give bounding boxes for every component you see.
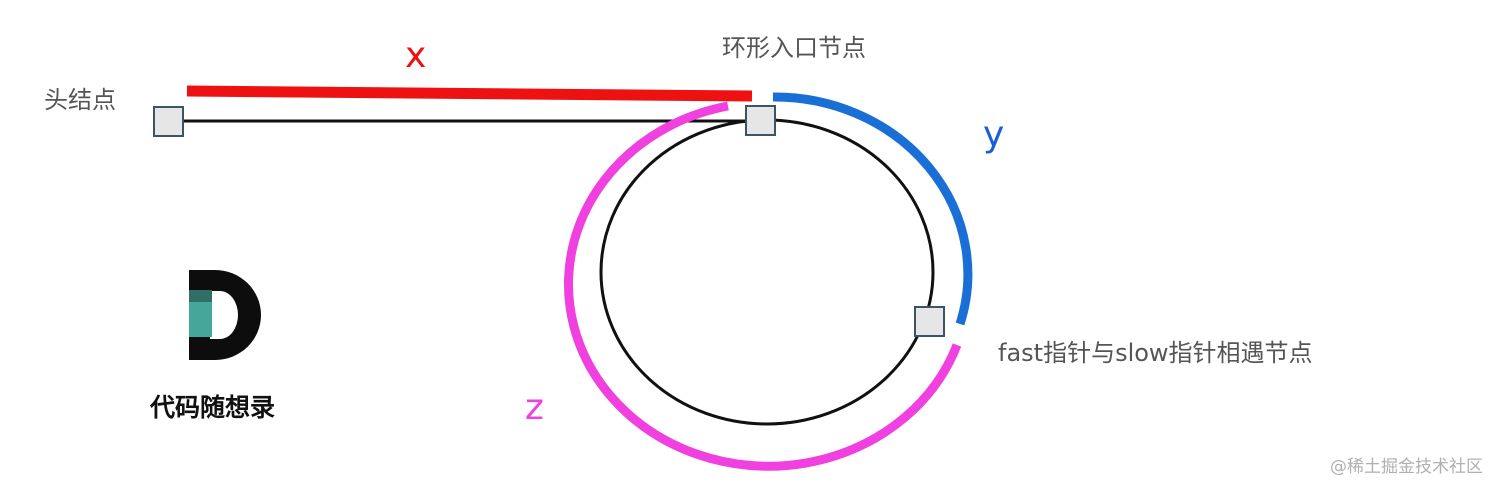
segment-z-label: z xyxy=(525,387,544,428)
cycle-ring xyxy=(599,118,935,426)
segment-z-path xyxy=(564,101,962,471)
brand-name: 代码随想录 xyxy=(150,393,276,422)
entry-node xyxy=(745,105,776,136)
head-node xyxy=(153,106,184,137)
head-node-label: 头结点 xyxy=(44,86,116,114)
meet-node xyxy=(914,306,945,337)
meet-node-label: fast指针与slow指针相遇节点 xyxy=(998,339,1313,367)
entry-node-label: 环形入口节点 xyxy=(722,34,866,62)
segment-x-path xyxy=(186,85,753,102)
watermark: @稀土掘金技术社区 xyxy=(1330,457,1483,477)
segment-y-label: y xyxy=(983,114,1005,155)
segment-x-label: x xyxy=(405,35,427,76)
letter-d-logo-icon xyxy=(189,270,261,360)
segment-y-path xyxy=(772,92,973,326)
